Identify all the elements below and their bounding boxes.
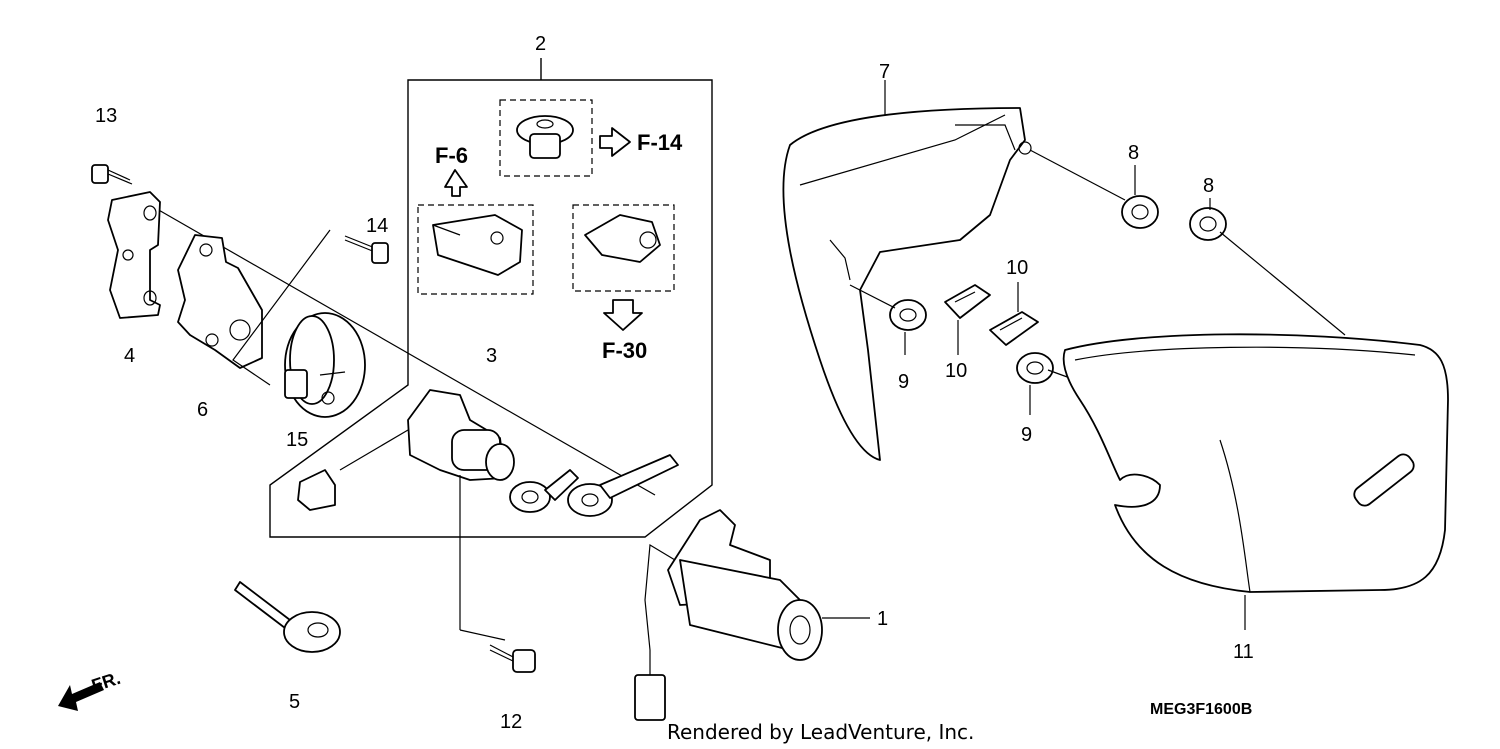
lock-15 bbox=[284, 312, 366, 418]
diagram-code: MEG3F1600B bbox=[1150, 701, 1252, 718]
callout-10a: 10 bbox=[945, 360, 967, 382]
grommet-9b bbox=[1016, 352, 1054, 384]
callout-14: 14 bbox=[366, 215, 388, 237]
leader-9a-in bbox=[849, 284, 896, 309]
callout-3: 3 bbox=[486, 345, 497, 367]
plate-6 bbox=[177, 234, 263, 369]
leader-12 bbox=[459, 629, 506, 641]
side-cover-11 bbox=[1062, 333, 1449, 593]
grommet-9a bbox=[889, 299, 927, 331]
grommet-10a bbox=[944, 284, 991, 319]
key-cylinder-1 bbox=[634, 509, 823, 721]
leader-13 bbox=[149, 204, 656, 496]
callout-2: 2 bbox=[535, 33, 546, 55]
ignition-switch-3 bbox=[297, 389, 515, 511]
bolt-14 bbox=[344, 235, 389, 264]
ref-arrow-right bbox=[599, 127, 631, 157]
bolt-12 bbox=[489, 644, 536, 673]
callout-9b: 9 bbox=[1021, 424, 1032, 446]
ref-f6: F-6 bbox=[435, 143, 468, 168]
leader-7-8 bbox=[1029, 149, 1126, 201]
front-arrow-icon bbox=[58, 682, 104, 711]
grommet-8a bbox=[1121, 195, 1159, 229]
callout-7: 7 bbox=[879, 61, 890, 83]
callout-11: 11 bbox=[1233, 641, 1254, 663]
grommet-10b bbox=[989, 311, 1039, 346]
kit-thumb-seat-lock bbox=[432, 214, 523, 276]
callout-15: 15 bbox=[286, 429, 308, 451]
kit-keys bbox=[509, 454, 679, 517]
kit-frame bbox=[269, 58, 713, 538]
credit-text: Rendered by LeadVenture, Inc. bbox=[667, 720, 974, 744]
callout-10b: 10 bbox=[1006, 257, 1028, 279]
leader-9b-11 bbox=[1047, 369, 1071, 379]
callout-4: 4 bbox=[124, 345, 135, 367]
grommet-8b bbox=[1189, 207, 1227, 241]
callout-13: 13 bbox=[95, 105, 117, 127]
ref-arrow-down bbox=[603, 299, 643, 331]
callout-5: 5 bbox=[289, 691, 300, 713]
key-5 bbox=[234, 581, 341, 653]
leader-8b-11 bbox=[1219, 231, 1346, 336]
callout-12: 12 bbox=[500, 711, 522, 733]
ref-f30: F-30 bbox=[602, 338, 647, 363]
callout-1: 1 bbox=[877, 608, 888, 630]
ref-arrow-up bbox=[444, 169, 468, 197]
kit-thumb-helmet-lock bbox=[584, 214, 661, 263]
leader-14 bbox=[232, 229, 331, 386]
front-label: FR. bbox=[89, 668, 123, 696]
callout-6: 6 bbox=[197, 399, 208, 421]
callout-8a: 8 bbox=[1128, 142, 1139, 164]
side-cover-7 bbox=[782, 107, 1032, 461]
ref-f14: F-14 bbox=[637, 130, 683, 155]
bolt-13 bbox=[91, 164, 133, 185]
bracket-4 bbox=[107, 191, 161, 319]
callout-8b: 8 bbox=[1203, 175, 1214, 197]
callout-9a: 9 bbox=[898, 371, 909, 393]
kit-thumb-cap bbox=[516, 115, 574, 159]
